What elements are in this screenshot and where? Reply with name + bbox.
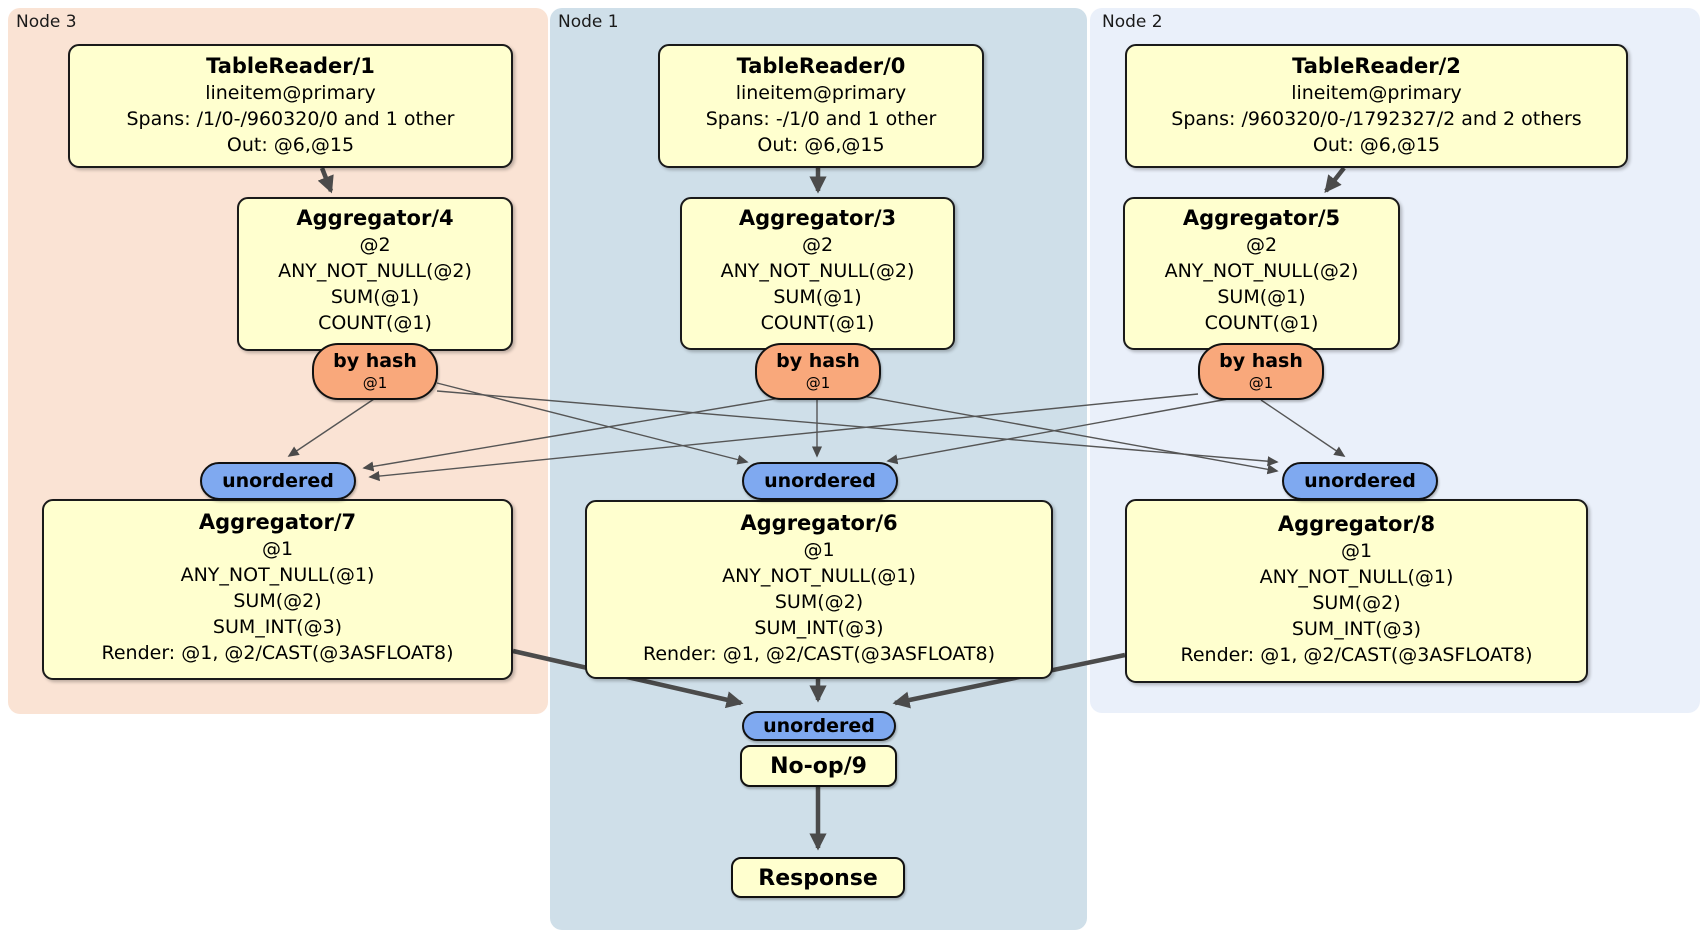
edge-bh2-u1 [886,398,1229,465]
edge-bh1-u3 [362,397,781,472]
edge-tr2-agg5 [1324,166,1346,194]
box-line: lineitem@primary [205,82,376,104]
box-line: lineitem@primary [1291,82,1462,104]
box-line: Spans: /1/0-/960320/0 and 1 other [126,108,455,130]
box-line: lineitem@primary [735,82,907,104]
router-by-hash-node3: by hash @1 [312,343,438,400]
box-line: Spans: /960320/0-/1792327/2 and 2 others [1171,108,1582,130]
aggregator-4-box: Aggregator/4 @2 ANY_NOT_NULL(@2) SUM(@1)… [237,197,513,351]
box-line: Render: @1, @2/CAST(@3ASFLOAT8) [643,643,995,665]
box-line: ANY_NOT_NULL(@2) [278,260,472,282]
box-line: ANY_NOT_NULL(@1) [180,564,375,586]
box-line: SUM_INT(@3) [212,616,343,638]
box-line: Out: @6,@15 [757,134,885,156]
box-line: ANY_NOT_NULL(@1) [722,565,916,587]
box-line: SUM(@2) [233,590,322,612]
box-line: COUNT(@1) [1204,312,1319,334]
tablereader-0-box: TableReader/0 lineitem@primary Spans: -/… [658,44,984,168]
box-title: Aggregator/8 [1277,512,1436,536]
box-line: SUM_INT(@3) [1291,618,1422,640]
response-box: Response [731,857,905,898]
box-title: Aggregator/6 [740,511,898,535]
region-label-node2: Node 2 [1102,12,1163,32]
aggregator-5-box: Aggregator/5 @2 ANY_NOT_NULL(@2) SUM(@1)… [1123,197,1400,350]
tablereader-1-box: TableReader/1 lineitem@primary Spans: /1… [68,44,513,168]
box-line: Spans: -/1/0 and 1 other [705,108,937,130]
box-line: SUM(@2) [774,591,864,613]
box-line: @2 [359,234,391,256]
box-line: @1 [803,539,835,561]
hash-routing-edges [287,382,1346,482]
box-title: Aggregator/7 [198,510,357,534]
box-title: Aggregator/3 [738,206,897,230]
edge-agg8-sync [892,652,1126,709]
box-line: SUM_INT(@3) [754,617,884,639]
sync-unordered-node3: unordered [200,462,356,500]
region-label-node3: Node 3 [16,12,77,32]
box-line: ANY_NOT_NULL(@2) [1164,260,1359,282]
aggregator-7-box: Aggregator/7 @1 ANY_NOT_NULL(@1) SUM(@2)… [42,499,513,680]
edge-bh2-u3 [368,393,1199,482]
box-line: @1 [261,538,294,560]
router-label: by hash [776,350,860,372]
box-title: TableReader/1 [206,54,375,78]
edge-bh2-u2 [1260,399,1346,457]
box-line: SUM(@1) [773,286,862,308]
box-line: Out: @6,@15 [1312,134,1441,156]
router-hash-key: @1 [1248,374,1274,392]
router-hash-key: @1 [805,374,831,392]
edge-bh1-u2 [856,394,1279,475]
box-line: @1 [1340,540,1373,562]
box-line: Out: @6,@15 [226,134,355,156]
edge-bh3-u2 [436,390,1279,467]
box-line: COUNT(@1) [760,312,875,334]
box-line: SUM(@1) [1217,286,1306,308]
sync-unordered-node2: unordered [1282,462,1438,500]
sync-unordered-final: unordered [742,711,896,741]
edge-bh3-u3 [287,398,375,457]
region-label-node1: Node 1 [558,12,619,32]
box-title: Aggregator/4 [296,206,454,230]
sync-unordered-node1: unordered [742,462,898,500]
box-line: SUM(@1) [330,286,420,308]
aggregator-6-box: Aggregator/6 @1 ANY_NOT_NULL(@1) SUM(@2)… [585,500,1053,679]
box-line: ANY_NOT_NULL(@1) [1259,566,1454,588]
router-by-hash-node1: by hash @1 [755,343,881,400]
box-line: ANY_NOT_NULL(@2) [720,260,915,282]
tablereader-2-box: TableReader/2 lineitem@primary Spans: /9… [1125,44,1628,168]
box-line: @2 [801,234,834,256]
box-title: TableReader/2 [1292,54,1461,78]
router-by-hash-node2: by hash @1 [1198,343,1324,400]
box-title: TableReader/0 [736,54,906,78]
box-line: COUNT(@1) [318,312,432,334]
box-line: Render: @1, @2/CAST(@3ASFLOAT8) [1180,644,1533,666]
router-hash-key: @1 [362,374,388,392]
box-line: @2 [1245,234,1278,256]
box-title: Aggregator/5 [1182,206,1341,230]
edge-tr1-agg4 [317,167,334,194]
aggregator-3-box: Aggregator/3 @2 ANY_NOT_NULL(@2) SUM(@1)… [680,197,955,350]
box-line: Render: @1, @2/CAST(@3ASFLOAT8) [101,642,454,664]
aggregator-8-box: Aggregator/8 @1 ANY_NOT_NULL(@1) SUM(@2)… [1125,499,1588,683]
router-label: by hash [1219,350,1303,372]
box-line: SUM(@2) [1312,592,1401,614]
router-label: by hash [333,350,417,372]
edge-bh3-u1 [436,382,749,465]
noop-box: No-op/9 [740,745,897,787]
